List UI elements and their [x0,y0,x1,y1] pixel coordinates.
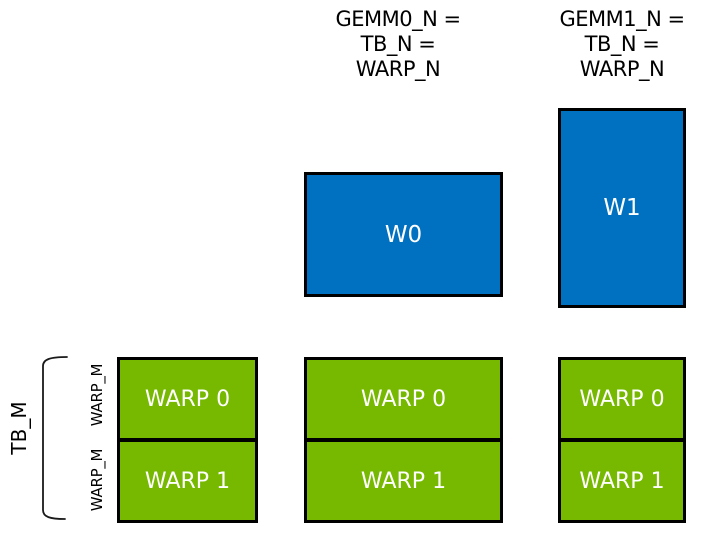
gemm1-header-line3: WARP_N [579,57,665,81]
warp-tile-column-1: WARP 0 WARP 1 [304,357,503,523]
gemm0-header-line3: WARP_N [355,57,441,81]
warp-tile-label: WARP 1 [144,468,231,494]
warp-m-label-bottom: WARP_M [88,448,106,512]
warp-box-w0: W0 [304,172,503,297]
gemm1-header-line2: TB_N = [584,32,660,56]
warp-tile: WARP 1 [558,439,686,523]
warp-tile: WARP 1 [304,439,503,523]
warp-box-w1: W1 [558,108,686,308]
gemm1-header-line1: GEMM1_N = [559,7,685,31]
gemm0-header-line2: TB_N = [360,32,436,56]
gemm0-header: GEMM0_N = TB_N = WARP_N [313,7,483,82]
warp-tile-label: WARP 0 [144,386,231,412]
tb-m-label: TB_M [7,401,31,455]
gemm0-header-line1: GEMM0_N = [335,7,461,31]
warp-box-w0-label: W0 [384,221,423,248]
warp-m-label-top: WARP_M [88,363,106,427]
warp-tile-label: WARP 0 [579,386,665,412]
warp-tile: WARP 1 [117,439,258,523]
warp-tile: WARP 0 [304,357,503,441]
warp-box-w1-label: W1 [603,195,641,221]
tb-m-bracket-icon [42,356,68,520]
warp-tile-column-2: WARP 0 WARP 1 [558,357,686,523]
warp-tile-label: WARP 1 [579,468,665,494]
warp-tile: WARP 0 [117,357,258,441]
gemm1-header: GEMM1_N = TB_N = WARP_N [537,7,707,82]
warp-tile-label: WARP 0 [360,386,447,412]
warp-tile-label: WARP 1 [360,468,447,494]
warp-tile-column-0: WARP 0 WARP 1 [117,357,258,523]
warp-tile: WARP 0 [558,357,686,441]
